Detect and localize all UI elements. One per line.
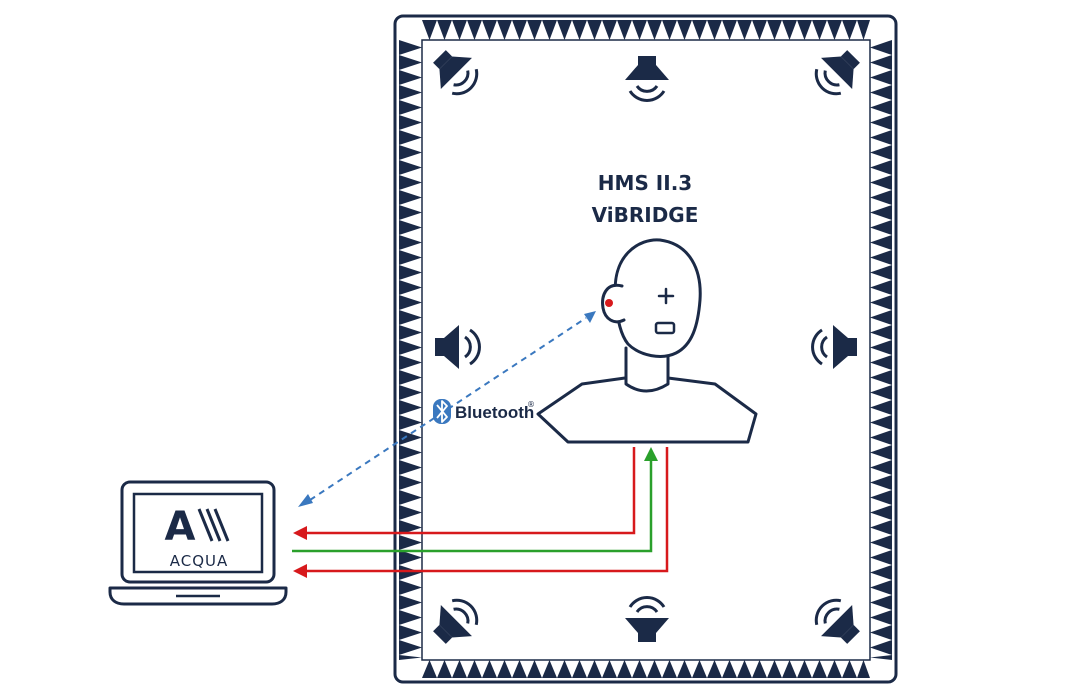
speaker-icon-bottom-right <box>814 598 860 644</box>
acqua-logo-icon: A <box>165 504 230 550</box>
ear-microphone <box>605 299 613 307</box>
speaker-icon-middle-right <box>811 325 857 369</box>
device-title-line1: HMS II.3 <box>598 171 692 195</box>
bluetooth-arrowhead-ear <box>584 311 596 323</box>
green-arrowhead <box>644 447 658 461</box>
torso-shape <box>536 376 758 444</box>
speaker-array <box>433 50 860 644</box>
speaker-icon-top-right <box>814 50 860 96</box>
acqua-logo-letter: A <box>165 504 196 550</box>
bluetooth-arrowhead-laptop <box>298 494 313 507</box>
red-line-upper <box>304 447 636 535</box>
bluetooth-text: Bluetooth <box>455 403 534 422</box>
head-shape <box>613 238 702 358</box>
ear-shape <box>601 283 626 324</box>
red-arrowhead-lower <box>293 564 307 578</box>
speaker-icon-middle-left <box>435 325 481 369</box>
bluetooth-label: Bluetooth ® <box>433 399 535 424</box>
laptop-icon: A ACQUA <box>108 480 288 606</box>
device-title-line2: ViBRIDGE <box>592 203 699 227</box>
acqua-label: ACQUA <box>170 552 229 570</box>
speaker-icon-bottom-center <box>625 596 669 642</box>
speaker-icon-top-center <box>625 56 669 102</box>
green-line <box>292 460 653 553</box>
bluetooth-registered-mark: ® <box>527 400 535 409</box>
laptop-screen <box>132 492 264 574</box>
head-torso-simulator-icon <box>536 238 758 444</box>
red-arrowhead-upper <box>293 526 307 540</box>
red-line-lower <box>304 447 669 573</box>
mouth-simulator <box>654 321 676 335</box>
speaker-icon-top-left <box>433 50 479 96</box>
bluetooth-icon <box>433 399 451 424</box>
